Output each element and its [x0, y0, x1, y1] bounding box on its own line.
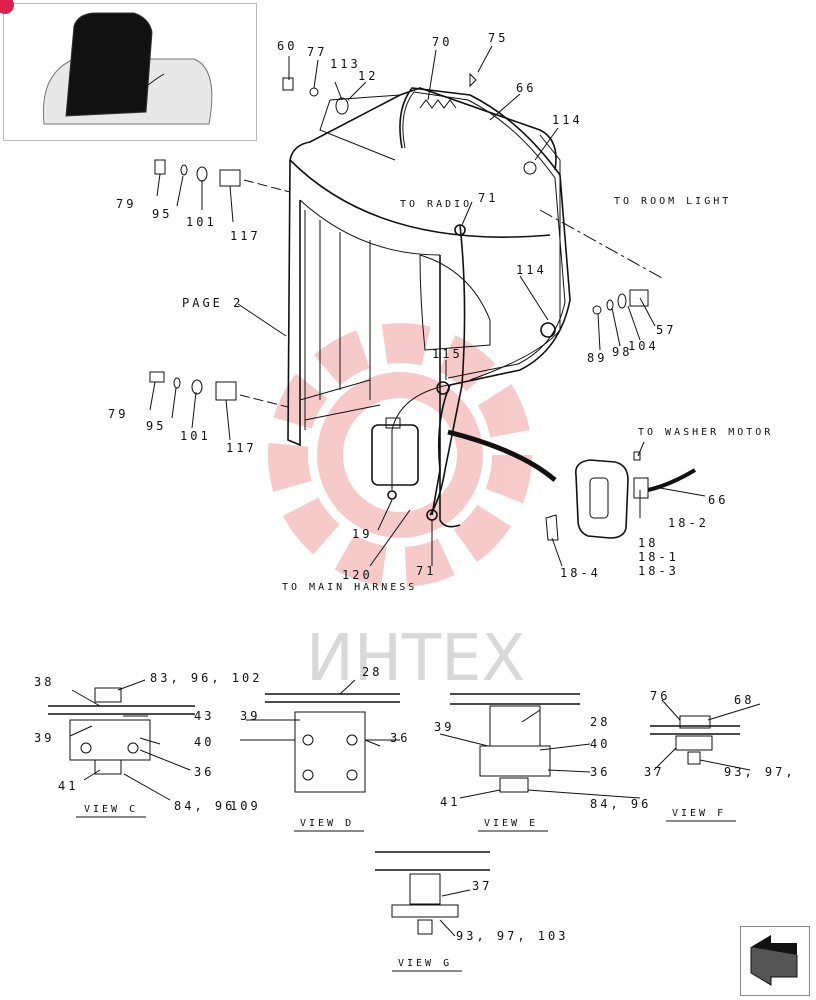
label-101-lower: 101	[180, 429, 211, 443]
view-f-label-93: 93, 97,	[724, 765, 796, 779]
view-d-label-28: 28	[362, 665, 382, 679]
view-c-label-40: 40	[194, 735, 214, 749]
label-98: 98	[612, 345, 632, 359]
view-g-label-93: 93, 97, 103	[456, 929, 568, 943]
view-e-label-40: 40	[590, 737, 610, 751]
label-66: 66	[516, 81, 536, 95]
label-79-lower: 79	[108, 407, 128, 421]
label-18-2: 18-2	[668, 516, 709, 530]
view-c-label-38: 38	[34, 675, 54, 689]
label-66-lower: 66	[708, 493, 728, 507]
cab-thumbnail[interactable]	[0, 0, 257, 141]
view-f-label-76: 76	[650, 689, 670, 703]
view-e-label-36: 36	[590, 765, 610, 779]
leader-lines	[69, 45, 761, 937]
cab-frame	[287, 87, 571, 528]
view-g-drawing	[375, 851, 490, 935]
label-18-1: 18-1	[638, 550, 679, 564]
label-71: 71	[478, 191, 498, 205]
view-g-label-37: 37	[472, 879, 492, 893]
label-12: 12	[358, 69, 378, 83]
view-d-label-36: 36	[390, 731, 410, 745]
label-75: 75	[488, 31, 508, 45]
label-115: 115	[432, 347, 463, 361]
view-e-drawing	[450, 693, 580, 793]
view-e-label-39: 39	[434, 720, 454, 734]
view-c-drawing	[48, 687, 195, 775]
label-70: 70	[432, 35, 452, 49]
label-57: 57	[656, 323, 676, 337]
note-page-ref: PAGE 2	[182, 296, 243, 310]
view-e-label-84: 84, 96	[590, 797, 651, 811]
hardware-row-lower	[149, 371, 289, 408]
arrow-icon	[750, 935, 798, 986]
view-c-label-43: 43	[194, 709, 214, 723]
cab-thumbnail-icon	[42, 12, 213, 125]
label-19: 19	[352, 527, 372, 541]
label-18-3: 18-3	[638, 564, 679, 578]
room-light-fasteners	[539, 209, 663, 315]
note-to-washer-motor: TO WASHER MOTOR	[638, 427, 773, 438]
badge-dot	[0, 0, 14, 14]
label-79: 79	[116, 197, 136, 211]
view-g-title: VIEW G	[398, 958, 452, 969]
watermark-text: ИНТЕХ	[306, 622, 525, 696]
view-f-drawing	[650, 715, 740, 765]
next-page-button[interactable]	[740, 926, 810, 996]
view-c-label-84: 84, 96	[174, 799, 235, 813]
label-77: 77	[307, 45, 327, 59]
label-114: 114	[552, 113, 583, 127]
label-60: 60	[277, 39, 297, 53]
view-f-label-68: 68	[734, 693, 754, 707]
note-to-main-harness: TO MAIN HARNESS	[282, 582, 417, 593]
washer-tank	[545, 451, 697, 541]
view-d-title: VIEW D	[300, 818, 354, 829]
view-c-label-36: 36	[194, 765, 214, 779]
view-d-label-39: 39	[240, 709, 260, 723]
view-e-title: VIEW E	[484, 818, 538, 829]
view-c-title: VIEW C	[84, 804, 138, 815]
label-113: 113	[330, 57, 361, 71]
view-e-label-41: 41	[440, 795, 460, 809]
label-95: 95	[152, 207, 172, 221]
label-18: 18	[638, 536, 658, 550]
label-117: 117	[230, 229, 261, 243]
view-c-label-39: 39	[34, 731, 54, 745]
label-71-lower: 71	[416, 564, 436, 578]
view-d-drawing	[240, 693, 400, 793]
label-117-lower: 117	[226, 441, 257, 455]
note-to-radio: TO RADIO	[400, 199, 472, 210]
label-104: 104	[628, 339, 659, 353]
part-labels: 60 77 113 12 70 75 66 114 71 79 95 101 1…	[108, 31, 728, 582]
view-c-label-41: 41	[58, 779, 78, 793]
label-18-4: 18-4	[560, 566, 601, 580]
label-95-lower: 95	[146, 419, 166, 433]
label-114-lower: 114	[516, 263, 547, 277]
view-labels: 38 83, 96, 102 43 39 40 36 41 84, 96 VIE…	[34, 665, 796, 972]
routing-notes: TO RADIO TO ROOM LIGHT TO WASHER MOTOR T…	[182, 196, 773, 593]
label-120: 120	[342, 568, 373, 582]
view-f-title: VIEW F	[672, 808, 726, 819]
note-to-room-light: TO ROOM LIGHT	[614, 196, 731, 207]
top-fasteners	[282, 72, 477, 115]
view-e-label-28: 28	[590, 715, 610, 729]
label-89: 89	[587, 351, 607, 365]
label-101: 101	[186, 215, 217, 229]
view-d-label-109: 109	[230, 799, 261, 813]
hardware-row-upper	[154, 159, 291, 193]
view-f-label-37: 37	[644, 765, 664, 779]
view-c-label-83: 83, 96, 102	[150, 671, 262, 685]
